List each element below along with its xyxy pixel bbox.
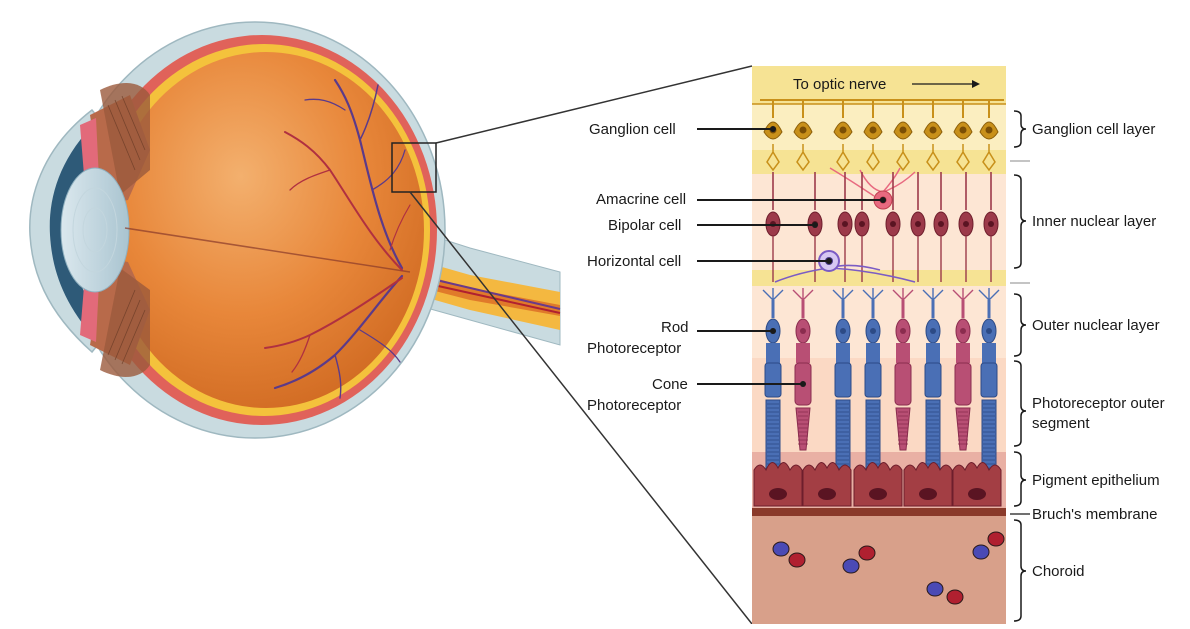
bipolar-nucleus [915,221,921,227]
blood-cell [988,532,1004,546]
amacrine-cell-label: Amacrine cell [596,191,686,208]
pigment-nucleus [968,488,986,500]
rod-inner-segment [865,363,881,397]
to-optic-nerve-label: To optic nerve [793,76,886,93]
ganglion-nucleus [986,127,993,134]
cone-fiber [896,343,910,363]
rod-fiber [982,343,996,363]
outer-nuclear-layer-label: Outer nuclear layer [1032,317,1160,334]
photoreceptor-outer-segment-label-line1: Photoreceptor outer [1032,395,1165,412]
rod-fiber [866,343,880,363]
cone-fiber [796,343,810,363]
rod-nucleus [986,328,992,334]
inner-nuclear-layer-label: Inner nuclear layer [1032,213,1156,230]
ganglion-nucleus [900,127,907,134]
ganglion-nucleus [870,127,877,134]
blood-cell [789,553,805,567]
bracket-outer-segment [1014,361,1026,446]
cone-nucleus [800,328,806,334]
rod-nucleus [930,328,936,334]
pigment-nucleus [818,488,836,500]
pigment-nucleus [869,488,887,500]
rod-inner-segment [835,363,851,397]
bipolar-nucleus [842,221,848,227]
rod-fiber [836,343,850,363]
bracket-ganglion-cell-layer [1014,111,1026,147]
bipolar-nucleus [963,221,969,227]
cone-inner-segment [895,363,911,405]
zoom-line-bottom [410,192,752,624]
rod-fiber [926,343,940,363]
choroid-label: Choroid [1032,563,1085,580]
vitreous-body [108,52,424,408]
rod-nucleus [840,328,846,334]
bracket-outer-nuclear-layer [1014,294,1026,356]
rod-inner-segment [925,363,941,397]
blood-cell [859,546,875,560]
rod-nucleus [870,328,876,334]
blood-cell [927,582,943,596]
pigment-nucleus [769,488,787,500]
ganglion-nucleus [930,127,937,134]
layer-labels: Ganglion cell layer Inner nuclear layer … [1032,121,1165,580]
ganglion-nucleus [800,127,807,134]
cone-fiber [956,343,970,363]
lens [61,168,129,292]
bracket-choroid [1014,520,1026,621]
ganglion-nucleus [840,127,847,134]
cone-photoreceptor-label-line1: Cone [652,376,688,393]
ganglion-cell-label: Ganglion cell [589,121,676,138]
ganglion-nucleus [960,127,967,134]
rod-fiber [766,343,780,363]
blood-cell [973,545,989,559]
ganglion-cell-layer-label: Ganglion cell layer [1032,121,1155,138]
rod-inner-segment [981,363,997,397]
blood-cell [843,559,859,573]
rod-inner-segment [765,363,781,397]
blood-cell [947,590,963,604]
bipolar-cell-label: Bipolar cell [608,217,681,234]
pigment-nucleus [919,488,937,500]
horizontal-cell-label: Horizontal cell [587,253,681,270]
photoreceptor-outer-segment-label-line2: segment [1032,415,1090,432]
bipolar-nucleus [938,221,944,227]
rod-photoreceptor-label-line1: Rod [661,319,689,336]
blood-cell [773,542,789,556]
layer-brackets [1010,111,1030,621]
eye-illustration [30,22,752,624]
rod-photoreceptor-label-line2: Photoreceptor [587,340,681,357]
bipolar-nucleus [859,221,865,227]
bipolar-nucleus [890,221,896,227]
cone-nucleus [900,328,906,334]
bracket-pigment-epithelium [1014,452,1026,506]
bipolar-nucleus [988,221,994,227]
cone-nucleus [960,328,966,334]
pigment-epithelium-label: Pigment epithelium [1032,472,1160,489]
cone-inner-segment [955,363,971,405]
cone-photoreceptor-label-line2: Photoreceptor [587,397,681,414]
bruchs-membrane-label: Bruch's membrane [1032,506,1157,523]
bracket-inner-nuclear-layer [1014,175,1026,268]
